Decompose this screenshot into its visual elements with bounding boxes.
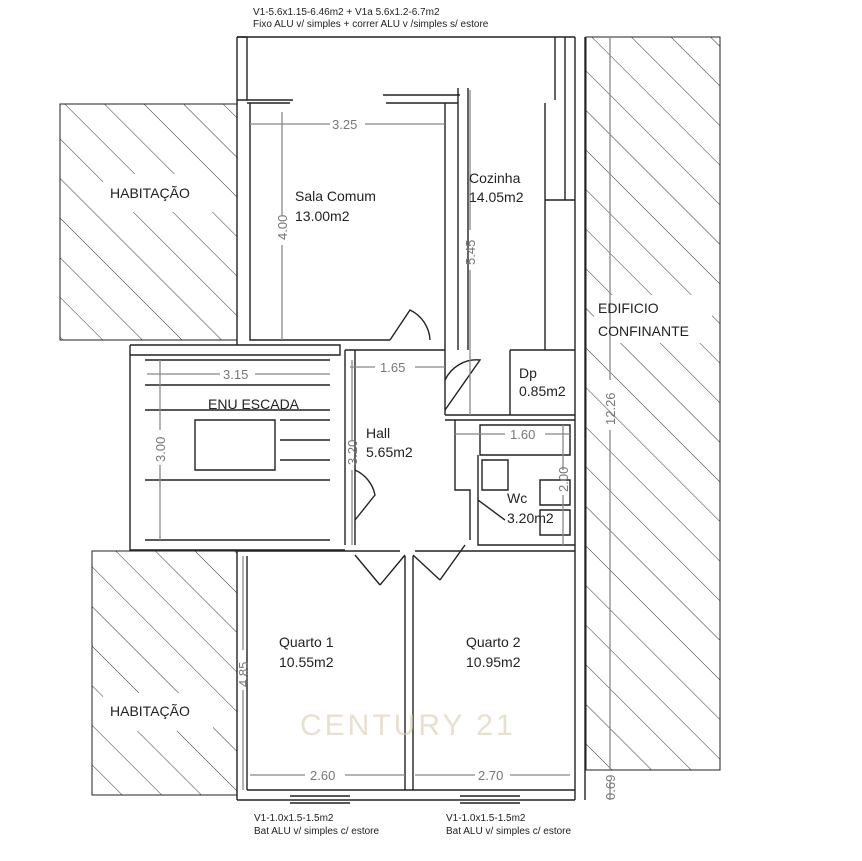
room-cozinha-area: 14.05m2 <box>469 189 524 205</box>
dim-wc-width: 1.60 <box>510 427 535 442</box>
room-cozinha-name: Cozinha <box>469 170 521 186</box>
window-note-bl-1: V1-1.0x1.5-1.5m2 <box>254 813 334 824</box>
window-note-br-1: V1-1.0x1.5-1.5m2 <box>446 813 526 824</box>
dim-sala-height: 4.00 <box>275 215 290 240</box>
dim-bottom: 0.69 <box>603 775 618 800</box>
dimension-lines <box>147 37 611 800</box>
window-note-bl-2: Bat ALU v/ simples c/ estore <box>254 826 379 837</box>
walls <box>129 36 586 804</box>
room-dp-area: 0.85m2 <box>519 383 566 399</box>
dim-sala-width: 3.25 <box>332 117 357 132</box>
room-wc-area: 3.20m2 <box>507 510 554 526</box>
room-hall-name: Hall <box>366 425 390 441</box>
dim-quarto2-width: 2.70 <box>478 768 503 783</box>
dim-wc-height: 2.00 <box>556 467 571 492</box>
neighbour-right-label-2: CONFINANTE <box>598 323 689 339</box>
neighbour-right-label-1: EDIFICIO <box>598 300 659 316</box>
room-quarto1-area: 10.55m2 <box>279 654 334 670</box>
dim-hall-height: 3.20 <box>345 440 360 465</box>
room-sala-name: Sala Comum <box>295 188 376 204</box>
window-note-br-2: Bat ALU v/ simples c/ estore <box>446 826 571 837</box>
room-quarto2-area: 10.95m2 <box>466 654 521 670</box>
neighbour-bottom-left <box>91 550 238 796</box>
neighbour-bottom-left-label: HABITAÇÃO <box>110 703 190 719</box>
room-quarto1-name: Quarto 1 <box>279 634 334 650</box>
neighbour-top-left-label: HABITAÇÃO <box>110 185 190 201</box>
room-sala-area: 13.00m2 <box>295 208 350 224</box>
dim-hall-width: 1.65 <box>380 360 405 375</box>
doors <box>354 309 506 586</box>
neighbour-right <box>585 36 721 771</box>
watermark-logo: CENTURY 21 <box>300 709 516 742</box>
neighbour-top-left <box>59 103 238 341</box>
window-note-top-1: V1-5.6x1.15-6.46m2 + V1a 5.6x1.2-6.7m2 <box>253 7 440 18</box>
room-escada-name: ENU ESCADA <box>208 396 300 412</box>
room-dp-name: Dp <box>519 365 537 381</box>
dim-cozinha-height: 5.45 <box>463 240 478 265</box>
room-wc-name: Wc <box>507 490 527 506</box>
dim-escada-height: 3.00 <box>153 437 168 462</box>
room-hall-area: 5.65m2 <box>366 444 413 460</box>
dim-escada-width: 3.15 <box>223 367 248 382</box>
dim-quarto1-height: 4.85 <box>236 662 251 687</box>
dim-quarto1-width: 2.60 <box>310 768 335 783</box>
window-note-top-2: Fixo ALU v/ simples + correr ALU v /simp… <box>253 19 489 30</box>
dim-total-height: 12.26 <box>603 392 618 425</box>
room-quarto2-name: Quarto 2 <box>466 634 521 650</box>
